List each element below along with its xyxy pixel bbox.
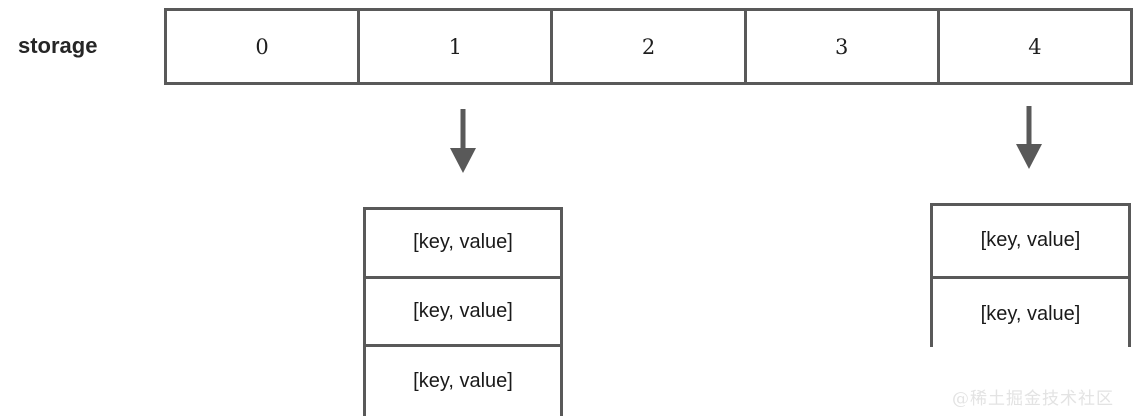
array-cell-1[interactable]: 1 [360,11,554,82]
bucket-right-entry-1[interactable]: [key, value] [933,278,1128,351]
storage-label: storage [18,33,98,58]
array-cell-0[interactable]: 0 [167,11,361,82]
array-cell-4[interactable]: 4 [939,11,1131,82]
arrow-from-slot-4-icon [1016,106,1042,169]
bucket-left-entry-2[interactable]: [key, value] [366,347,560,416]
bucket-right-entry-0[interactable]: [key, value] [933,206,1128,279]
array-cell-2[interactable]: 2 [553,11,747,82]
arrow-from-slot-1-icon [450,109,476,173]
bucket-left-entry-0[interactable]: [key, value] [366,210,560,279]
bucket-left-entry-1[interactable]: [key, value] [366,278,560,347]
array-cell-3[interactable]: 3 [746,11,940,82]
bucket-left: [key, value] [key, value] [key, value] [363,207,563,416]
storage-array: 0 1 2 3 4 [164,8,1133,85]
watermark: @稀土掘金技术社区 [952,389,1114,409]
bucket-right: [key, value] [key, value] [930,203,1131,351]
